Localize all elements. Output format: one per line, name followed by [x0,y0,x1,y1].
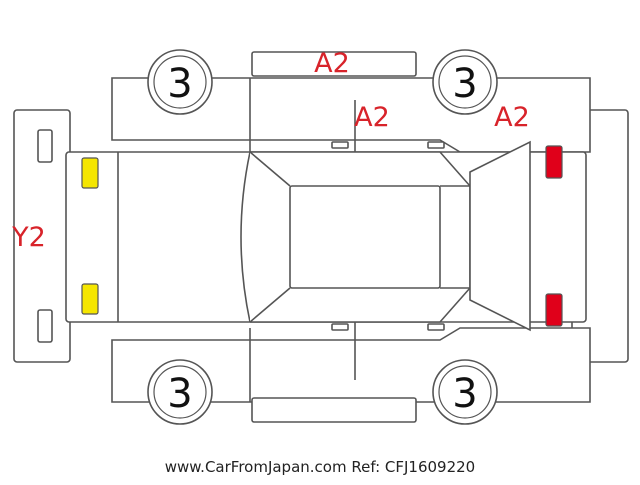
rear-lamp-bottom [545,293,563,327]
upper-rear-door-handle [427,141,445,149]
damage-code-right-side: A2 [354,102,390,133]
front-bumper-slot-bottom [37,309,53,343]
wheel-front-left-code: 3 [167,61,192,107]
a-pillar-bottom [249,287,291,323]
damage-code-rear-quarter: A2 [494,102,530,133]
lower-front-door-handle [331,323,349,331]
upper-roof-strip [251,51,417,77]
lower-rear-door-handle [427,323,445,331]
damage-code-front-bumper: Y2 [11,222,46,253]
wheel-rear-right-code: 3 [452,371,477,417]
front-lamp-bottom [81,283,99,315]
wheel-rear-left: 3 [432,49,498,115]
rear-lamp-top [545,145,563,179]
wheel-rear-right: 3 [432,359,498,425]
damage-code-roof: A2 [314,48,350,79]
trunk-lid [469,140,531,332]
roof-panel [289,185,441,289]
wheel-front-right: 3 [147,359,213,425]
lower-sill-strip [251,397,417,423]
a-pillar-top [249,151,291,187]
front-lamp-top [81,157,99,189]
footer-reference: www.CarFromJapan.com Ref: CFJ1609220 [165,458,475,476]
front-bumper-slot-top [37,129,53,163]
wheel-rear-left-code: 3 [452,61,477,107]
windshield-outer-curve [240,151,251,323]
wheel-front-left: 3 [147,49,213,115]
wheel-front-right-code: 3 [167,371,192,417]
upper-front-door-handle [331,141,349,149]
